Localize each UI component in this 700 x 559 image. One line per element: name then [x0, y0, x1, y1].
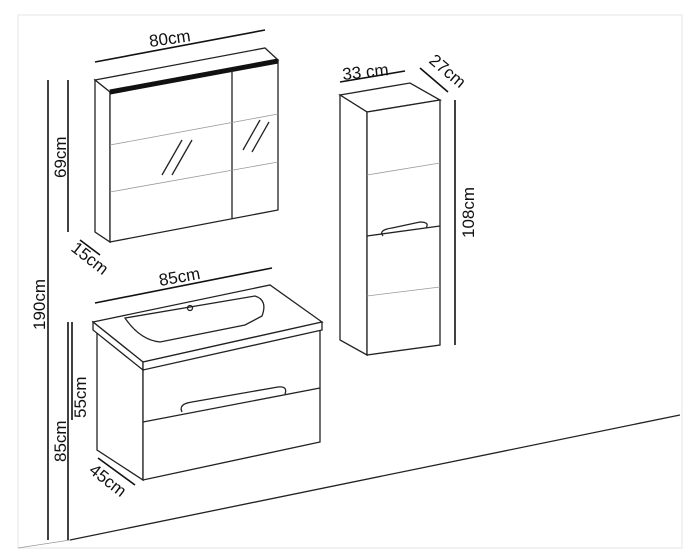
- label-mirror-depth: 15cm: [68, 238, 112, 279]
- tall-cabinet: [338, 82, 442, 357]
- floor-edge: [17, 539, 71, 549]
- dim-mirror-width: [94, 29, 266, 63]
- label-vanity-cabinet-height: 55cm: [71, 376, 90, 418]
- label-vanity-floor-height: 85cm: [51, 420, 70, 462]
- dim-tall-width: [339, 70, 406, 83]
- label-tall-depth: 27cm: [425, 51, 469, 92]
- dim-tall-depth: [419, 67, 449, 93]
- dim-mirror-depth: [79, 239, 101, 256]
- label-mirror-height: 69cm: [51, 136, 70, 178]
- label-total-height: 190cm: [30, 279, 49, 330]
- dim-vanity-width: [94, 267, 273, 304]
- mirror-cabinet: [93, 47, 280, 244]
- label-mirror-width: 80cm: [148, 26, 192, 51]
- frame: [17, 14, 683, 549]
- label-tall-height: 108cm: [459, 187, 478, 238]
- vanity-unit: [91, 284, 324, 482]
- floor-line: [69, 414, 681, 541]
- light-bar: [109, 58, 279, 95]
- label-vanity-width: 85cm: [157, 264, 201, 290]
- dim-vanity-depth: [97, 457, 136, 486]
- label-tall-width: 33 cm: [341, 60, 389, 84]
